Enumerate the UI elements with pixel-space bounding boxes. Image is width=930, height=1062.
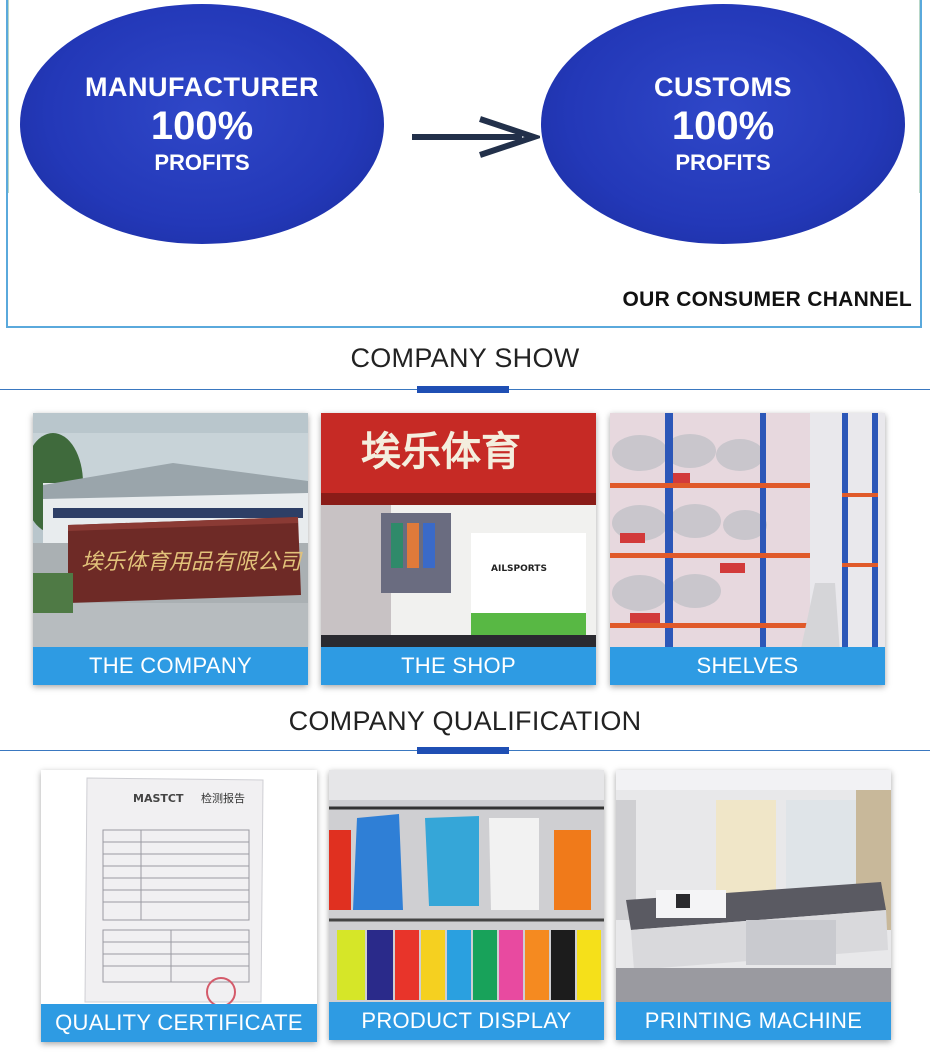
shop-sign-text: 埃乐体育 xyxy=(361,429,521,475)
manufacturer-ellipse: MANUFACTURER 100% PROFITS xyxy=(20,4,384,244)
product-display-caption: PRODUCT DISPLAY xyxy=(329,1002,604,1040)
arrow-right-icon xyxy=(412,116,540,158)
certificate-brand-text: MASTCT xyxy=(133,792,184,805)
shelves-card[interactable]: SHELVES xyxy=(610,413,885,685)
consumer-channel-panel: MANUFACTURER 100% PROFITS CUSTOMS 100% P… xyxy=(6,0,922,328)
the-shop-caption: THE SHOP xyxy=(321,647,596,685)
printing-machine-card[interactable]: PRINTING MACHINE xyxy=(616,770,891,1040)
channel-caption: OUR CONSUMER CHANNEL xyxy=(622,288,912,311)
jersey-display-photo xyxy=(329,770,604,1040)
customs-profits: PROFITS xyxy=(675,150,771,175)
the-company-card[interactable]: 埃乐体育用品有限公司 THE COMPANY xyxy=(33,413,308,685)
company-show-title: COMPANY SHOW xyxy=(350,343,580,373)
section-accent-bar xyxy=(417,386,509,393)
company-building-photo: 埃乐体育用品有限公司 xyxy=(33,413,308,685)
customs-percent: 100% xyxy=(671,104,775,148)
company-qualification-title: COMPANY QUALIFICATION xyxy=(288,706,642,736)
customs-label: CUSTOMS xyxy=(653,72,792,102)
quality-certificate-caption: QUALITY CERTIFICATE xyxy=(41,1004,317,1042)
printing-machine-photo xyxy=(616,770,891,1040)
company-sign-text: 埃乐体育用品有限公司 xyxy=(81,550,303,575)
certificate-document-photo: MASTCT 检测报告 xyxy=(41,770,317,1042)
warehouse-shelves-photo xyxy=(610,413,885,685)
product-display-card[interactable]: PRODUCT DISPLAY xyxy=(329,770,604,1040)
certificate-title-text: 检测报告 xyxy=(201,791,245,805)
shop-storefront-photo: 埃乐体育 AILSPORTS xyxy=(321,413,596,685)
the-company-caption: THE COMPANY xyxy=(33,647,308,685)
section-accent-bar xyxy=(417,747,509,754)
manufacturer-label: MANUFACTURER xyxy=(85,72,319,102)
panel-edge-line xyxy=(8,0,9,193)
shop-logo-text: AILSPORTS xyxy=(491,564,547,574)
manufacturer-percent: 100% xyxy=(150,104,254,148)
quality-certificate-card[interactable]: MASTCT 检测报告 QUALITY CERTIFICATE xyxy=(41,770,317,1042)
panel-edge-line xyxy=(919,0,920,193)
printing-machine-caption: PRINTING MACHINE xyxy=(616,1002,891,1040)
customs-ellipse: CUSTOMS 100% PROFITS xyxy=(541,4,905,244)
shelves-caption: SHELVES xyxy=(610,647,885,685)
manufacturer-profits: PROFITS xyxy=(154,150,250,175)
the-shop-card[interactable]: 埃乐体育 AILSPORTS THE SHOP xyxy=(321,413,596,685)
